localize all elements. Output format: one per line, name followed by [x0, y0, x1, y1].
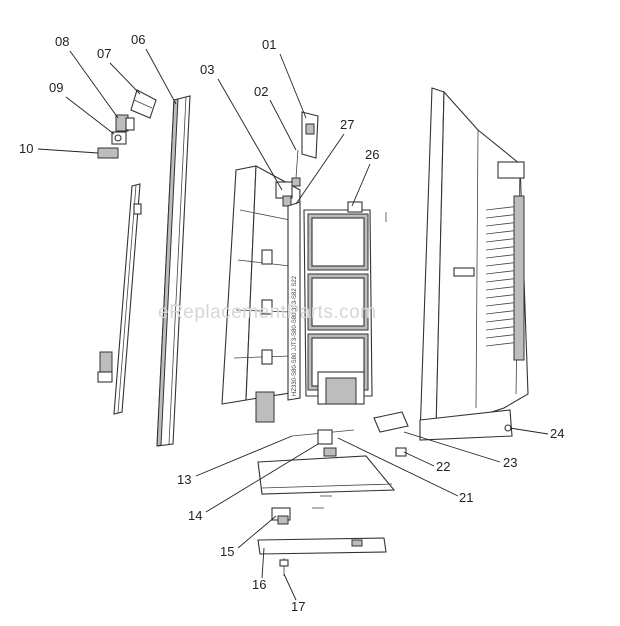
callout-23: 23 [403, 431, 517, 470]
svg-text:14: 14 [188, 508, 202, 523]
part-14-base-tray [257, 447, 396, 495]
part-13-mount-bracket [291, 429, 355, 445]
callout-08: 08 [55, 34, 119, 119]
svg-text:10: 10 [19, 141, 33, 156]
svg-text:26: 26 [365, 147, 379, 162]
part-07-bracket [130, 89, 157, 119]
svg-text:23: 23 [503, 455, 517, 470]
callout-22: 22 [403, 451, 450, 474]
filter-strip-label: HZ330-S80-S80 JJT3-S80-S80 333-S82 S22 [292, 275, 298, 396]
callout-07: 07 [97, 46, 141, 95]
part-02-sensor [291, 149, 301, 187]
svg-text:24: 24 [550, 426, 564, 441]
svg-text:03: 03 [200, 62, 214, 77]
svg-text:17: 17 [291, 599, 305, 614]
callout-15: 15 [220, 515, 277, 559]
part-16-bottom-plate [257, 537, 387, 555]
watermark: eReplacementParts.com [158, 302, 377, 323]
svg-text:16: 16 [252, 577, 266, 592]
part-26-heater-core [303, 201, 387, 405]
part-09-knob [111, 131, 127, 145]
svg-text:22: 22 [436, 459, 450, 474]
side-trim-panel [97, 183, 142, 415]
callout-14: 14 [188, 443, 319, 523]
callout-16: 16 [252, 547, 266, 592]
part-01-bracket [301, 111, 319, 159]
svg-text:07: 07 [97, 46, 111, 61]
svg-text:06: 06 [131, 32, 145, 47]
rear-housing [419, 87, 529, 441]
callout-26: 26 [351, 147, 379, 207]
callout-06: 06 [131, 32, 177, 105]
part-10-plate [97, 147, 119, 159]
svg-text:01: 01 [262, 37, 276, 52]
callout-13: 13 [177, 435, 293, 487]
callout-02: 02 [254, 84, 297, 151]
svg-text:15: 15 [220, 544, 234, 559]
callout-03: 03 [200, 62, 283, 191]
part-17-screw [279, 558, 289, 576]
part-08-switch [115, 114, 135, 132]
callout-10: 10 [19, 141, 99, 156]
part-15-switch [271, 495, 332, 525]
svg-text:02: 02 [254, 84, 268, 99]
callout-17: 17 [283, 573, 305, 614]
part-22-foot [395, 447, 407, 457]
svg-text:21: 21 [459, 490, 473, 505]
callout-27: 27 [295, 117, 354, 205]
rear-frame [221, 165, 301, 423]
part-23-base-bar [373, 411, 409, 433]
part-06-front-panel [156, 95, 191, 447]
svg-text:09: 09 [49, 80, 63, 95]
callout-21: 21 [337, 437, 473, 505]
callout-01: 01 [262, 37, 307, 119]
svg-text:27: 27 [340, 117, 354, 132]
svg-text:08: 08 [55, 34, 69, 49]
callout-24: 24 [509, 426, 564, 441]
part-27-filter: HZ330-S80-S80 JJT3-S80-S80 333-S82 S22 [287, 201, 301, 401]
callout-09: 09 [49, 80, 115, 135]
svg-text:13: 13 [177, 472, 191, 487]
